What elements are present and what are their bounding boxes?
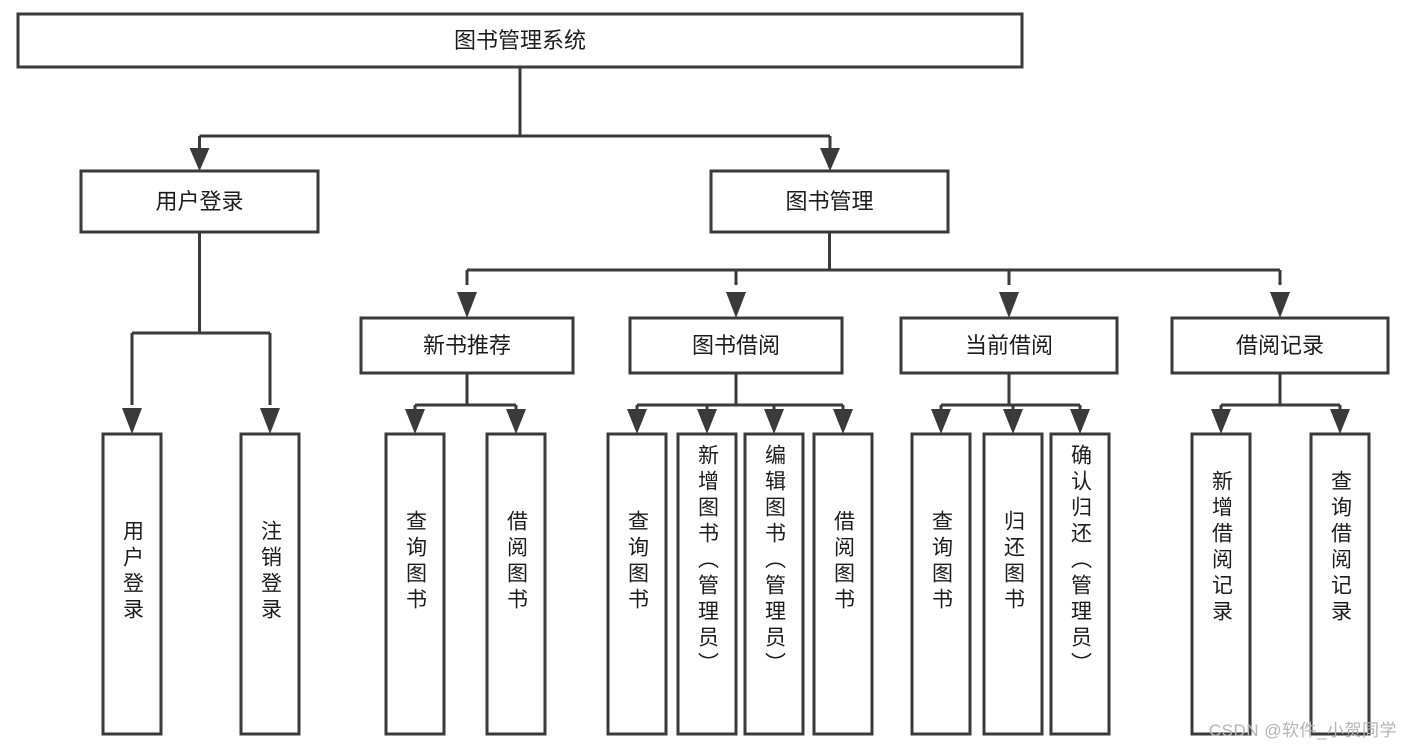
- leaf-confirm-return-box: [1049, 432, 1111, 736]
- book-manage-box: [709, 169, 950, 234]
- edge-currentborrow-bus: [939, 373, 1082, 412]
- arrow-to-new-book-rec: [457, 292, 477, 318]
- leaf-query-record-box: [1309, 432, 1371, 736]
- arrow-to-leaf-query-book-borrow: [627, 409, 647, 434]
- node-leaf-edit-book[interactable]: 编辑图书（管理员）: [743, 432, 805, 736]
- arrow-to-leaf-confirm-return: [1070, 409, 1090, 434]
- node-leaf-confirm-return[interactable]: 确认归还（管理员）: [1049, 432, 1111, 736]
- arrow-to-leaf-edit-book: [764, 409, 784, 434]
- arrow-to-current-borrow: [999, 292, 1019, 318]
- node-leaf-borrow-book-rec[interactable]: 借阅图书: [485, 432, 547, 736]
- arrow-to-leaf-add-record: [1211, 409, 1231, 434]
- leaf-query-book-cur-box: [910, 432, 972, 736]
- node-leaf-user-logout[interactable]: 注销登录: [239, 432, 301, 736]
- leaf-query-book-borrow-box: [606, 432, 668, 736]
- node-current-borrow[interactable]: 当前借阅: [899, 316, 1119, 375]
- node-leaf-add-record[interactable]: 新增借阅记录: [1190, 432, 1252, 736]
- node-leaf-query-book-rec[interactable]: 查询图书: [384, 432, 446, 736]
- leaf-borrow-book-label: 借阅图书: [832, 510, 856, 614]
- leaf-edit-book-box: [743, 432, 805, 736]
- arrow-to-leaf-query-book-cur: [931, 409, 951, 434]
- leaf-query-book-rec-box: [384, 432, 446, 736]
- edge-bookborrow-bus: [635, 373, 845, 412]
- leaf-borrow-book-rec-box: [485, 432, 547, 736]
- new-book-rec-box: [359, 316, 575, 375]
- root-label: 图书管理系统: [454, 28, 586, 53]
- node-borrow-record[interactable]: 借阅记录: [1170, 316, 1390, 375]
- current-borrow-label: 当前借阅: [965, 333, 1053, 358]
- node-book-borrow[interactable]: 图书借阅: [628, 316, 844, 375]
- leaf-confirm-return-label: 确认归还（管理员）: [1069, 444, 1093, 678]
- node-new-book-rec[interactable]: 新书推荐: [359, 316, 575, 375]
- node-leaf-borrow-book[interactable]: 借阅图书: [812, 432, 874, 736]
- arrow-to-leaf-query-record: [1330, 409, 1350, 434]
- node-leaf-user-login[interactable]: 用户登录: [101, 432, 163, 736]
- leaf-return-book-label: 归还图书: [1002, 510, 1026, 614]
- arrow-to-leaf-return-book: [1003, 409, 1023, 434]
- leaf-add-record-box: [1190, 432, 1252, 736]
- leaf-user-login-label: 用户登录: [121, 520, 145, 624]
- leaf-query-record-label: 查询借阅记录: [1329, 470, 1353, 626]
- leaf-user-logout-label: 注销登录: [259, 520, 283, 624]
- arrow-to-leaf-borrow-book: [833, 409, 853, 434]
- connector-layer: [122, 67, 1350, 434]
- node-user-login[interactable]: 用户登录: [79, 169, 320, 234]
- node-leaf-return-book[interactable]: 归还图书: [982, 432, 1044, 736]
- arrow-to-book-borrow: [726, 292, 746, 318]
- edge-userlogin-bus: [130, 232, 272, 405]
- node-leaf-query-book-borrow[interactable]: 查询图书: [606, 432, 668, 736]
- node-leaf-query-record[interactable]: 查询借阅记录: [1309, 432, 1371, 736]
- node-root[interactable]: 图书管理系统: [16, 12, 1024, 69]
- current-borrow-box: [899, 316, 1119, 375]
- edge-borrowrecord-bus: [1219, 373, 1342, 412]
- book-manage-label: 图书管理: [785, 189, 873, 214]
- leaf-edit-book-label: 编辑图书（管理员）: [763, 444, 787, 678]
- arrow-to-leaf-borrow-book-rec: [506, 409, 526, 434]
- leaf-add-book-label: 新增图书（管理员）: [696, 444, 720, 678]
- leaf-add-record-label: 新增借阅记录: [1210, 470, 1234, 626]
- book-borrow-box: [628, 316, 844, 375]
- arrow-to-user-login: [189, 148, 210, 171]
- arrow-to-leaf-query-book-rec: [405, 409, 425, 434]
- arrow-to-borrow-record: [1270, 292, 1290, 318]
- edge-newbookrec-bus: [413, 373, 518, 412]
- leaf-user-logout-box: [239, 432, 301, 736]
- arrow-to-leaf-user-logout: [260, 408, 280, 434]
- arrow-to-leaf-user-login: [122, 408, 142, 434]
- leaf-add-book-box: [676, 432, 738, 736]
- user-login-box: [79, 169, 320, 234]
- book-borrow-label: 图书借阅: [692, 333, 780, 358]
- edge-bookmanage-bus: [465, 232, 1282, 285]
- arrow-to-leaf-add-book: [697, 409, 717, 434]
- user-login-label: 用户登录: [155, 189, 243, 214]
- leaf-query-book-borrow-label: 查询图书: [626, 510, 650, 614]
- new-book-rec-label: 新书推荐: [423, 333, 511, 358]
- leaf-return-book-box: [982, 432, 1044, 736]
- leaf-query-book-rec-label: 查询图书: [404, 510, 428, 614]
- root-box: [16, 12, 1024, 69]
- borrow-record-label: 借阅记录: [1236, 333, 1324, 358]
- node-leaf-query-book-cur[interactable]: 查询图书: [910, 432, 972, 736]
- node-leaf-add-book[interactable]: 新增图书（管理员）: [676, 432, 738, 736]
- leaf-query-book-cur-label: 查询图书: [930, 510, 954, 614]
- edge-root-bus: [198, 67, 832, 152]
- leaf-user-login-box: [101, 432, 163, 736]
- leaf-borrow-book-rec-label: 借阅图书: [505, 510, 529, 614]
- node-book-manage[interactable]: 图书管理: [709, 169, 950, 234]
- arrow-to-book-manage: [820, 148, 840, 171]
- borrow-record-box: [1170, 316, 1390, 375]
- leaf-borrow-book-box: [812, 432, 874, 736]
